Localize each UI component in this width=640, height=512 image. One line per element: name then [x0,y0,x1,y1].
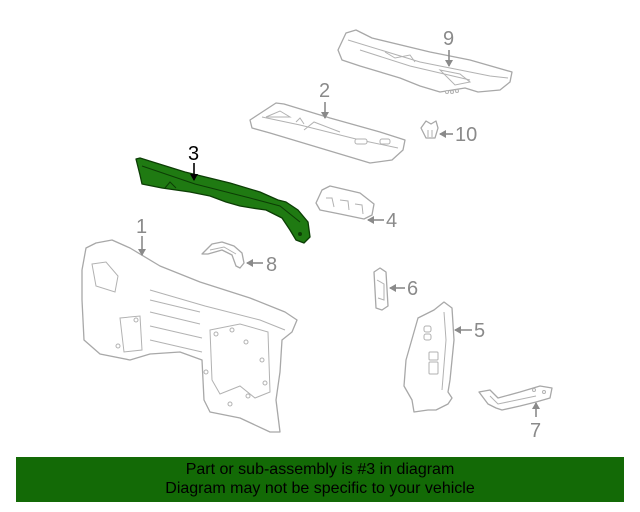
callout-2[interactable]: 2 [319,80,330,102]
part-6-bracket[interactable] [373,267,389,311]
part-2-cowl-vent[interactable] [249,102,406,164]
callout-1[interactable]: 1 [136,216,147,238]
banner-line-disclaimer: Diagram may not be specific to your vehi… [165,480,475,497]
callout-8[interactable]: 8 [266,254,277,276]
callout-10[interactable]: 10 [455,124,477,146]
part-8-bracket[interactable] [201,241,245,269]
callout-6[interactable]: 6 [407,278,418,300]
part-7-bracket[interactable] [478,385,553,411]
callout-5[interactable]: 5 [474,320,485,342]
part-1-dash-panel[interactable] [81,239,298,433]
callout-4[interactable]: 4 [386,210,397,232]
part-9-cowl-panel[interactable] [337,29,513,94]
callout-3[interactable]: 3 [188,143,199,165]
part-4-bracket[interactable] [315,185,375,220]
callout-7[interactable]: 7 [530,420,541,442]
part-5-pillar-panel[interactable] [403,301,455,413]
part-10-clip[interactable] [420,120,439,139]
callout-9[interactable]: 9 [443,28,454,50]
diagram-notice-banner: Part or sub-assembly is #3 in diagram Di… [16,457,624,502]
part-3-highlighted-bracket[interactable] [135,157,311,244]
banner-line-part-number: Part or sub-assembly is #3 in diagram [185,461,455,478]
